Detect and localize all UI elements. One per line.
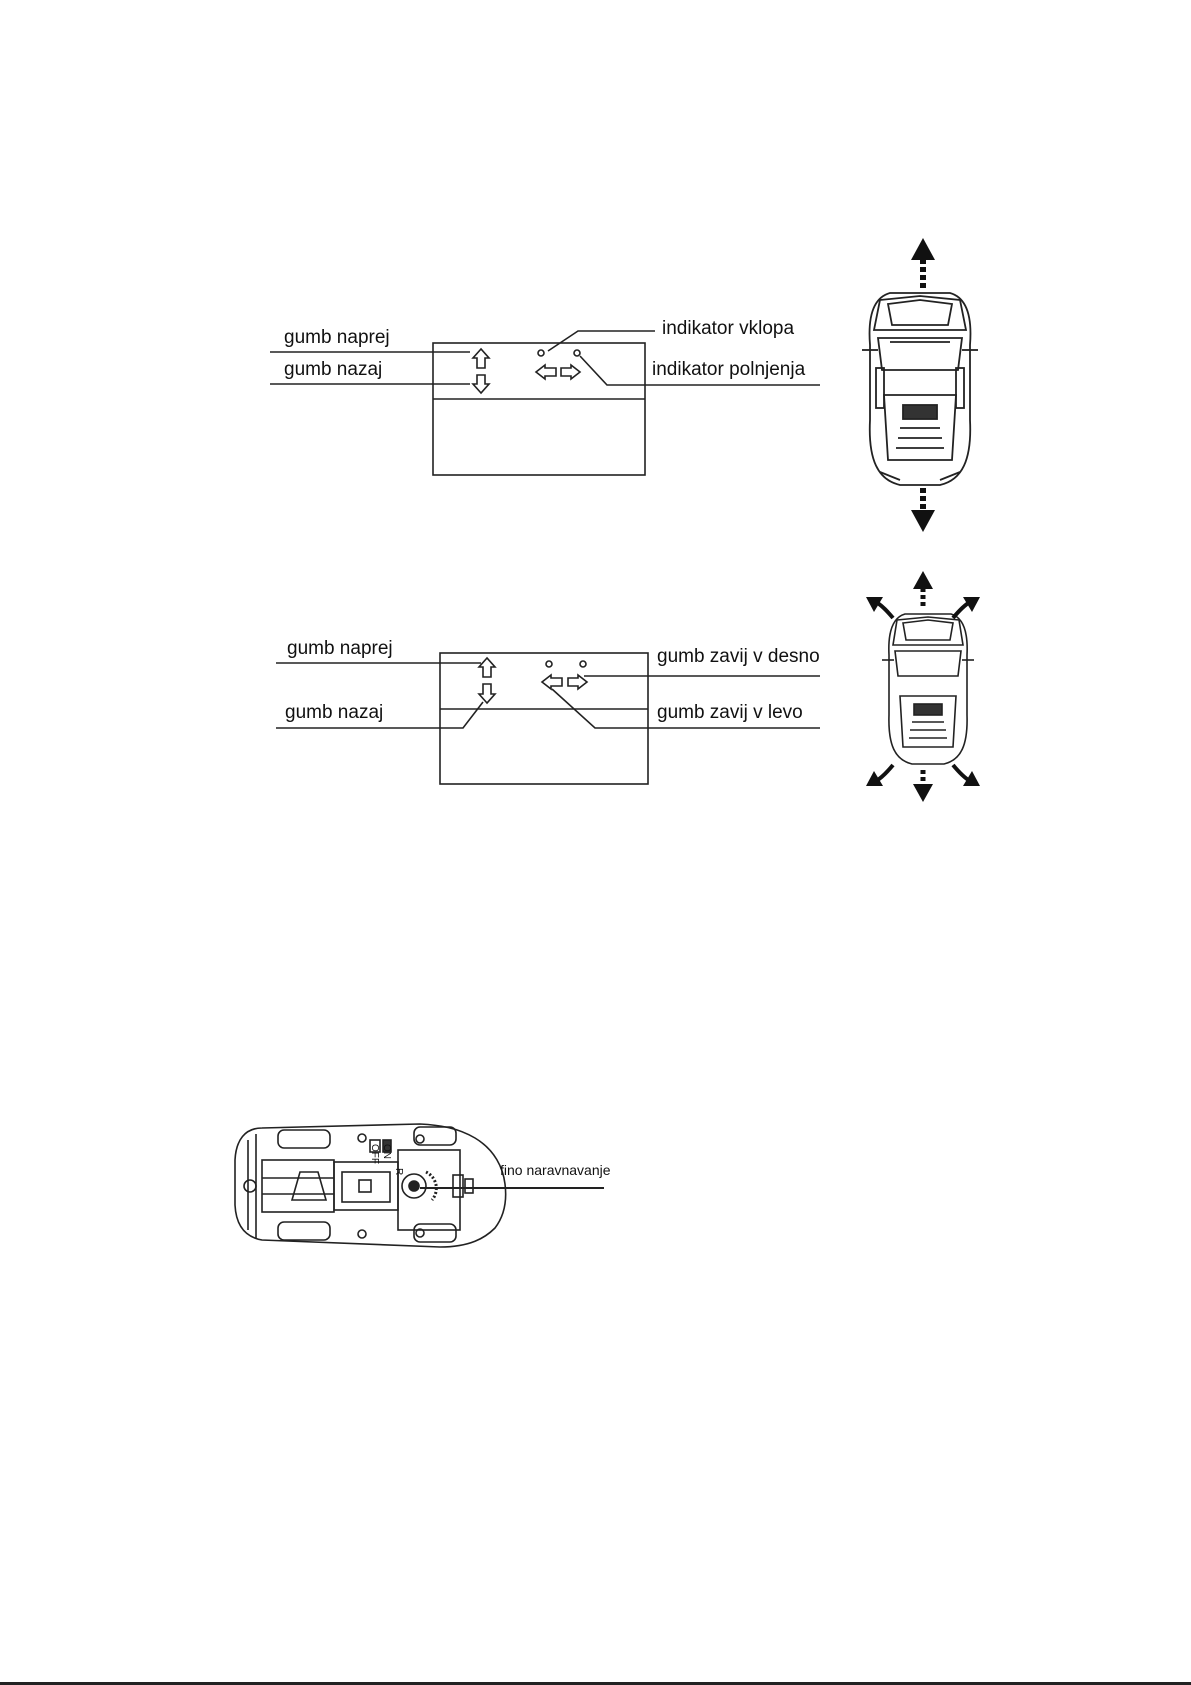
trim-r-label: R bbox=[393, 1168, 404, 1175]
switch-on-label: ON bbox=[381, 1144, 392, 1159]
label-fine-trim: fino naravnavanje bbox=[500, 1162, 611, 1178]
switch-off-label: OFF bbox=[369, 1144, 380, 1164]
car-underside-icon bbox=[235, 1124, 506, 1247]
